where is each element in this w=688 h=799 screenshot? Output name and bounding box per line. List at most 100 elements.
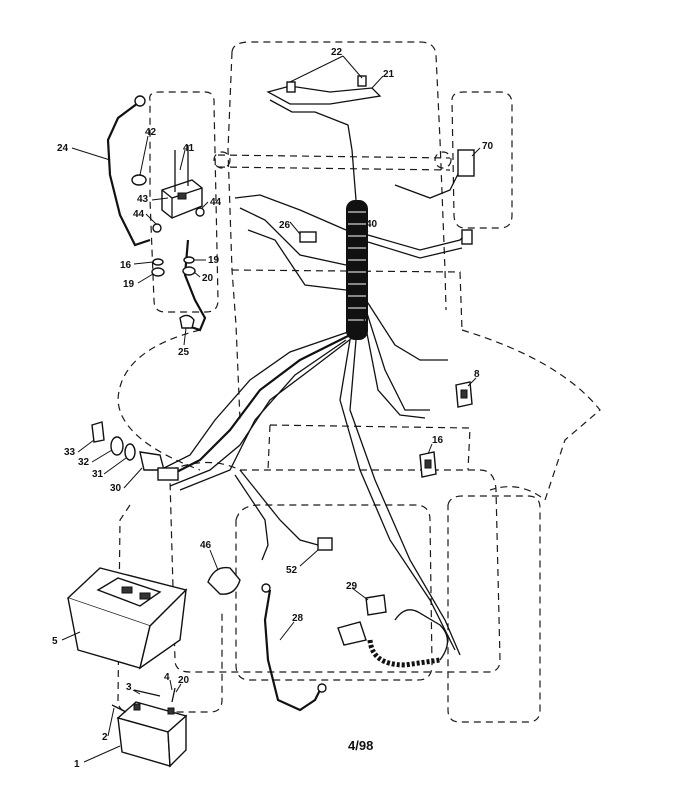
switches — [207, 75, 475, 646]
leader-70 — [471, 147, 481, 157]
nut-5 — [171, 687, 176, 703]
leader-40 — [363, 225, 369, 233]
leader-1 — [83, 745, 121, 763]
bulb-22-left — [286, 81, 296, 93]
fuse-26 — [299, 231, 317, 243]
washer-44-right — [195, 207, 205, 217]
callout-8: 5 — [52, 636, 58, 647]
callout-52: 52 — [286, 565, 298, 576]
wire-to-switch-16b — [365, 309, 430, 411]
leader-33 — [77, 439, 95, 453]
leader-30 — [123, 467, 143, 489]
wire-to-solenoid — [234, 194, 347, 231]
leader-20b — [193, 271, 201, 278]
wire-to-52 — [239, 469, 319, 546]
ignition-switch-assembly — [91, 421, 179, 481]
callout-16-lower: 16 — [432, 435, 444, 446]
callout-41: 41 — [183, 143, 195, 154]
washer-19-left — [152, 258, 164, 266]
leader-44a — [145, 213, 157, 225]
right-front-wheel — [451, 91, 513, 229]
callout-70: 70 — [482, 141, 494, 152]
leader-29 — [351, 587, 369, 601]
battery-post-neg — [133, 703, 141, 711]
bundle-to-ignition-2 — [169, 337, 353, 487]
seat-outline — [235, 504, 433, 681]
nut-31 — [124, 443, 136, 461]
callout-3: 3 — [126, 682, 132, 693]
callout-44-left: 44 — [133, 209, 145, 220]
leader-25 — [183, 327, 187, 346]
wire-to-70 — [394, 151, 466, 199]
battery-cable-28 — [263, 589, 321, 712]
wire-to-solenoid-3 — [247, 229, 347, 291]
seat-connector — [337, 621, 367, 646]
callout-28: 28 — [292, 613, 304, 624]
harness-loom — [346, 200, 368, 340]
rear-body-outline — [169, 461, 501, 673]
tractor-outline — [117, 41, 601, 723]
wire-to-46 — [234, 474, 269, 561]
chassis-deck-left — [267, 424, 271, 471]
nut-20-right — [182, 266, 196, 276]
leader-2 — [107, 707, 115, 737]
callout-22: 22 — [331, 47, 343, 58]
leader-21 — [371, 75, 384, 89]
chassis-deck-line — [269, 424, 471, 471]
interlock-switch-16-upper-tab — [460, 389, 468, 399]
tray-slot-2 — [139, 592, 151, 600]
bundle-to-ignition-4 — [179, 339, 347, 491]
leader-28 — [279, 621, 295, 641]
callout-44-right: 44 — [210, 197, 222, 208]
wire-to-solenoid-2 — [239, 207, 347, 266]
callout-19-left: 16 — [120, 260, 132, 271]
interlock-switch-16-lower-tab — [424, 459, 432, 469]
callout-46: 46 — [200, 540, 212, 551]
callout-31: 31 — [92, 469, 104, 480]
leader-52 — [299, 549, 319, 567]
left-front-wheel — [149, 91, 219, 313]
seat-switch-29 — [365, 594, 387, 616]
harness-loom-coils — [348, 211, 366, 321]
grille-line-lower — [217, 166, 451, 171]
callout-30: 30 — [110, 483, 122, 494]
leader-44b — [201, 201, 209, 209]
battery-cable-ring-terminal — [134, 95, 146, 107]
washer-19-right — [183, 256, 195, 264]
bundle-to-ignition — [164, 334, 351, 479]
harness-46 — [207, 566, 241, 595]
callout-4: 4 — [164, 672, 170, 683]
callout-43: 43 — [137, 194, 149, 205]
wire-to-seat — [339, 339, 456, 651]
battery-group — [66, 567, 327, 768]
ignition-switch-30 — [139, 451, 165, 471]
callout-21: 21 — [383, 69, 395, 80]
right-rear-wheel — [447, 495, 541, 723]
callout-labels: 22 21 24 42 41 43 44 44 16 19 19 20 25 2… — [52, 47, 494, 770]
leader-16a — [467, 377, 477, 387]
wiring-harness — [159, 85, 469, 668]
leader-4 — [169, 679, 173, 691]
callout-20-right: 20 — [202, 273, 214, 284]
key-33 — [91, 421, 105, 443]
callout-42: 42 — [145, 127, 157, 138]
leader-31 — [103, 457, 127, 475]
connector-70 — [457, 149, 475, 177]
callout-24: 24 — [57, 143, 69, 154]
callout-29: 29 — [346, 581, 358, 592]
nut-20-left — [151, 267, 165, 277]
leader-22b — [342, 55, 363, 79]
leader-lines — [61, 55, 481, 763]
ignition-connector — [157, 467, 179, 481]
bulb-22-right — [357, 75, 367, 87]
leader-26 — [289, 221, 301, 235]
callout-16-upper: 8 — [474, 369, 480, 380]
leader-20a — [137, 273, 154, 284]
leader-43 — [151, 197, 169, 201]
leader-16b — [427, 443, 433, 455]
headlight-right — [434, 151, 452, 169]
wire-to-switch-16c — [363, 317, 426, 419]
battery-cable-group — [106, 95, 207, 332]
